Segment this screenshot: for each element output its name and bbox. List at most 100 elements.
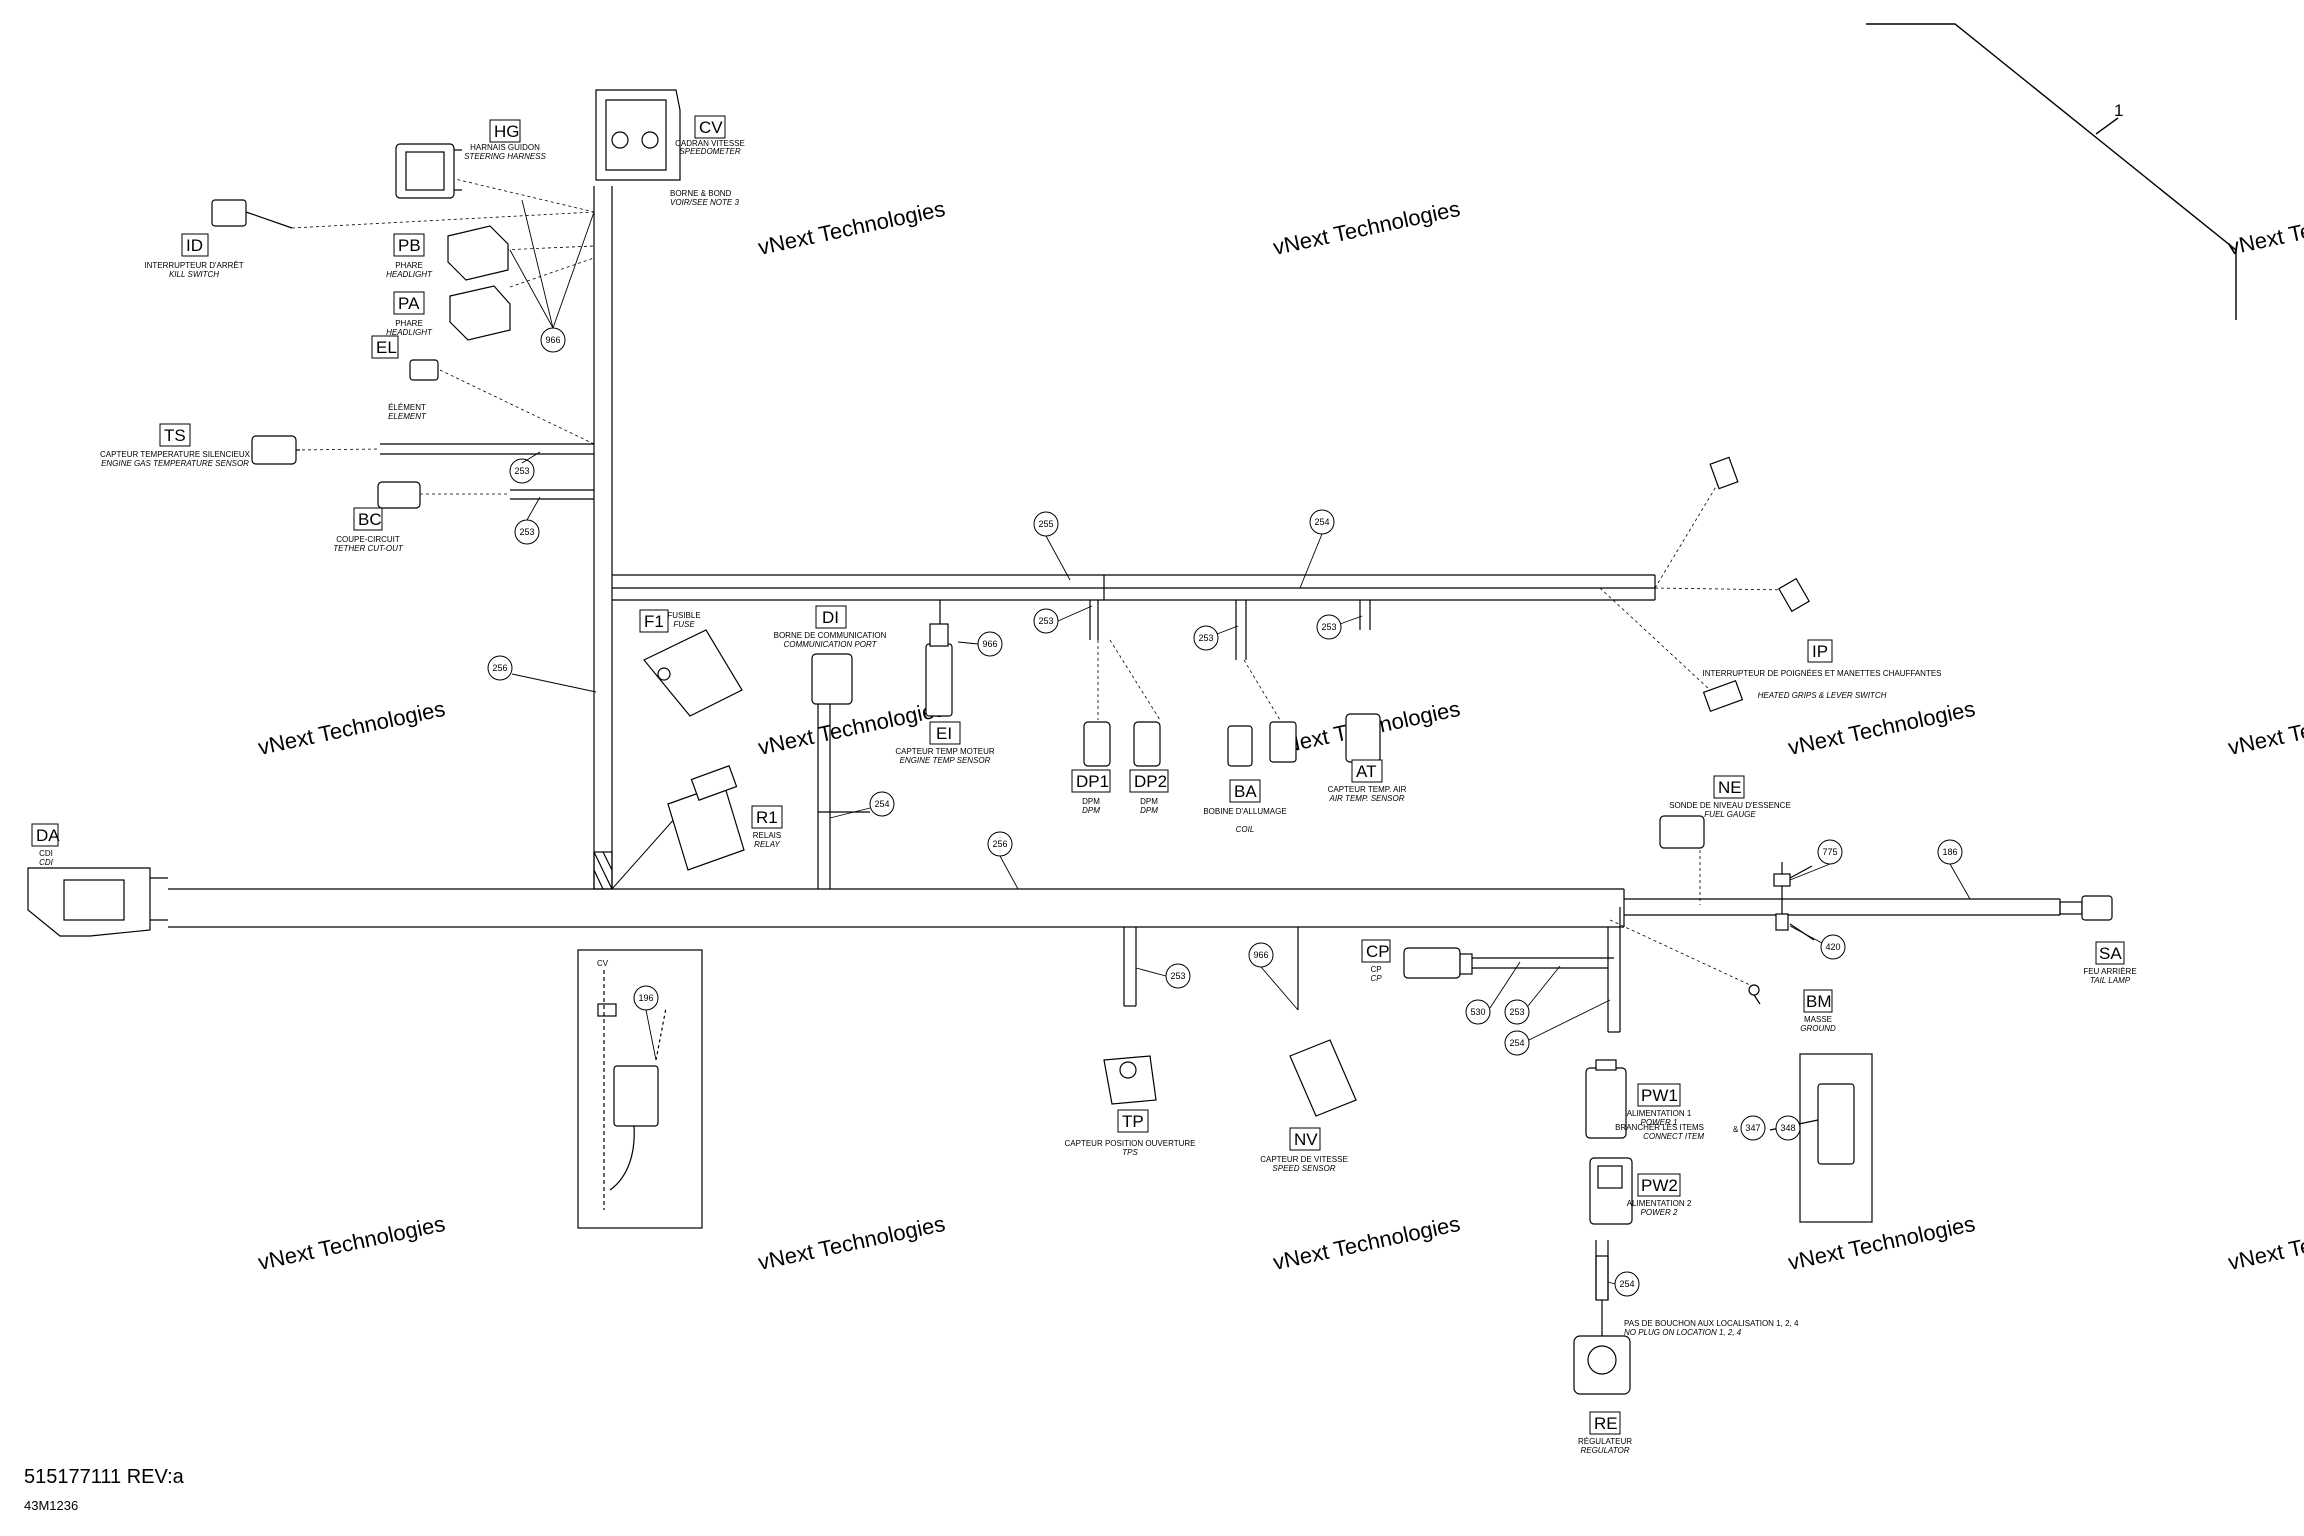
- callout-254-a: 254: [1314, 517, 1329, 527]
- callout-186: 186: [1942, 847, 1957, 857]
- connector-label-boxes: [31, 115, 2125, 1435]
- connector-ei: [925, 623, 953, 717]
- harness-wiring: [168, 186, 2083, 1301]
- note-plug-en: NO PLUG ON LOCATION 1, 2, 4: [1624, 1328, 1742, 1337]
- ground-ring-icon: [1748, 984, 1761, 1005]
- desc-fr-cp: CP: [1370, 965, 1381, 974]
- corner-callout-number: 1: [2114, 101, 2123, 120]
- connector-sa: [2081, 895, 2113, 921]
- desc-en-bc: TETHER CUT-OUT: [333, 544, 404, 553]
- callout-255: 255: [1038, 519, 1053, 529]
- callout-leaders: [509, 199, 1971, 1285]
- desc-en-ts: ENGINE GAS TEMPERATURE SENSOR: [101, 459, 249, 468]
- desc-en-r1: RELAY: [754, 840, 780, 849]
- desc-fr-re: RÉGULATEUR: [1578, 1437, 1632, 1446]
- watermark: vNext Technologies: [2226, 1211, 2304, 1275]
- connector-ts: [251, 435, 300, 465]
- code-di: DI: [822, 608, 839, 627]
- code-bc: BC: [358, 510, 382, 529]
- callout-254-b: 254: [874, 799, 889, 809]
- note-connect-en: CONNECT ITEM: [1643, 1132, 1704, 1141]
- desc-fr-di: BORNE DE COMMUNICATION: [774, 631, 887, 640]
- desc-en-tp: TPS: [1122, 1148, 1138, 1157]
- desc-en-ei: ENGINE TEMP SENSOR: [900, 756, 991, 765]
- connector-ba: [1227, 721, 1297, 767]
- note-bore-fr: BORNE & BOND: [670, 189, 732, 198]
- desc-en-sa: TAIL LAMP: [2090, 976, 2131, 985]
- desc-en-pb: HEADLIGHT: [386, 270, 433, 279]
- code-cp: CP: [1366, 942, 1390, 961]
- callout-966-a: 966: [545, 335, 560, 345]
- connector-pa: [449, 285, 511, 341]
- desc-en-el: ELEMENT: [388, 412, 427, 421]
- desc-en-cp: CP: [1370, 974, 1382, 983]
- desc-en-dp1: DPM: [1082, 806, 1100, 815]
- desc-fr-bm: MASSE: [1804, 1015, 1832, 1024]
- callout-420: 420: [1825, 942, 1840, 952]
- callout-numbers: 966 253 253 255 254 253 253 253 966 256 …: [492, 335, 1957, 1289]
- connector-da: [27, 867, 168, 937]
- desc-fr-r1: RELAIS: [753, 831, 781, 840]
- callout-530: 530: [1470, 1007, 1485, 1017]
- code-hg: HG: [494, 122, 520, 141]
- code-dp2: DP2: [1134, 772, 1167, 791]
- callout-253-g: 253: [1509, 1007, 1524, 1017]
- callout-254-c: 254: [1509, 1038, 1524, 1048]
- drawing-number: 43M1236: [24, 1498, 79, 1513]
- watermark: vNext Technologies: [2226, 696, 2304, 760]
- desc-fr-bc: COUPE-CIRCUIT: [336, 535, 400, 544]
- callout-347: 347: [1745, 1123, 1760, 1133]
- desc-fr-hg: HARNAIS GUIDON: [470, 143, 540, 152]
- desc-fr-dp1: DPM: [1082, 797, 1100, 806]
- code-id: ID: [186, 236, 203, 255]
- connector-dp1: [1083, 721, 1111, 767]
- connector-di: [811, 653, 853, 705]
- code-pw1: PW1: [1641, 1086, 1678, 1105]
- callout-966-c: 966: [1253, 950, 1268, 960]
- connector-pw2: [1589, 1157, 1633, 1225]
- code-ei: EI: [936, 724, 952, 743]
- code-ne: NE: [1718, 778, 1742, 797]
- connector-cp: [1403, 947, 1473, 979]
- note-cv-small: CV: [597, 959, 609, 968]
- callout-253-a: 253: [514, 466, 529, 476]
- watermark: vNext Technologies: [1786, 696, 1977, 760]
- desc-en-at: AIR TEMP. SENSOR: [1329, 794, 1405, 803]
- note-plug-fr: PAS DE BOUCHON AUX LOCALISATION 1, 2, 4: [1624, 1319, 1799, 1328]
- code-pb: PB: [398, 236, 421, 255]
- watermark: vNext Technologies: [756, 196, 947, 260]
- desc-en-dp2: DPM: [1140, 806, 1158, 815]
- code-dp1: DP1: [1076, 772, 1109, 791]
- note-bore-en: VOIR/SEE NOTE 3: [670, 198, 739, 207]
- code-at: AT: [1356, 762, 1376, 781]
- desc-en-di: COMMUNICATION PORT: [783, 640, 877, 649]
- desc-fr-tp: CAPTEUR POSITION OUVERTURE: [1065, 1139, 1196, 1148]
- connector-tp: [1103, 1055, 1157, 1105]
- desc-fr-ip: INTERRUPTEUR DE POIGNÉES ET MANETTES CHA…: [1703, 669, 1942, 678]
- note-connect-fr: BRANCHER LES ITEMS: [1615, 1123, 1704, 1132]
- desc-fr-dp2: DPM: [1140, 797, 1158, 806]
- desc-en-ba: COIL: [1236, 825, 1255, 834]
- desc-fr-id: INTERRUPTEUR D'ARRÊT: [144, 261, 243, 270]
- watermark: vNext Technologies: [256, 1211, 447, 1275]
- code-da: DA: [36, 826, 60, 845]
- code-ts: TS: [164, 426, 186, 445]
- desc-fr-da: CDI: [39, 849, 53, 858]
- code-pa: PA: [398, 294, 420, 313]
- callout-966-b: 966: [982, 639, 997, 649]
- connector-dp2: [1133, 721, 1161, 767]
- desc-en-hg: STEERING HARNESS: [464, 152, 546, 161]
- code-f1: F1: [644, 612, 664, 631]
- connector-f1: [643, 629, 743, 717]
- note-connect-and: &: [1733, 1125, 1739, 1134]
- connector-cv: [595, 89, 681, 181]
- part-number: 515177111 REV:a: [24, 1466, 184, 1488]
- callout-196: 196: [638, 993, 653, 1003]
- connector-id: [211, 199, 293, 229]
- connector-at: [1345, 713, 1381, 763]
- desc-en-re: REGULATOR: [1580, 1446, 1629, 1455]
- connector-codes: HG CV ID PB PA EL TS BC F1 DI EI DP1 DP2…: [36, 118, 2122, 1433]
- watermark: vNext Technologies: [256, 696, 447, 760]
- callout-253-d: 253: [1198, 633, 1213, 643]
